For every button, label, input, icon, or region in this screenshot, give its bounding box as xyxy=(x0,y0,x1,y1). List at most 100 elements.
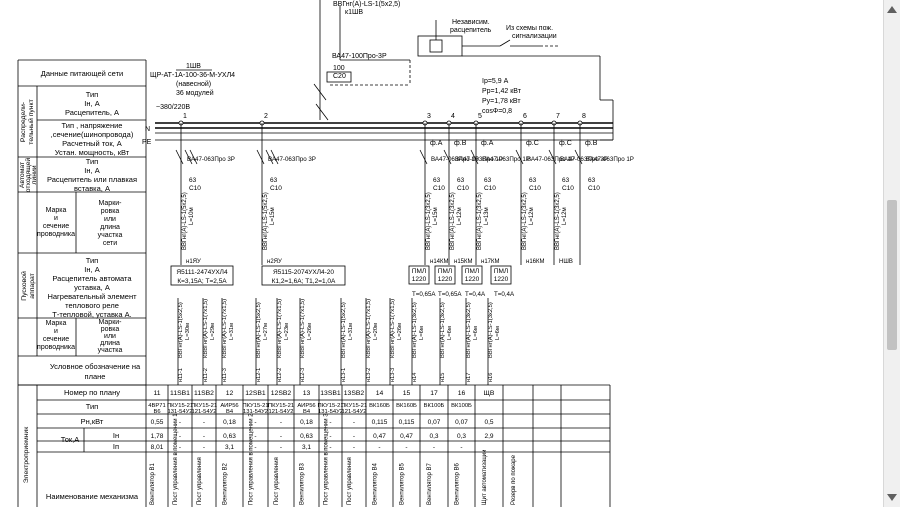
feeder-code: н16КМ xyxy=(526,259,544,265)
cell-ip: 8,01 xyxy=(151,444,164,451)
panel-id: 1ШВ xyxy=(186,63,201,70)
scroll-down-arrow-icon[interactable] xyxy=(887,494,897,501)
cell-mechanism-name: Вентилятор В3 xyxy=(300,462,306,505)
sub-cable-type: ВВГнг(А)-LS-1(3х2,5) xyxy=(488,302,494,358)
breaker-rating: 63 xyxy=(270,177,278,184)
auto-in-label: Iн, А xyxy=(84,166,99,175)
breaker-curve: С10 xyxy=(433,185,445,192)
phase-label: ф.А xyxy=(430,140,443,147)
breaker-rating: 63 xyxy=(588,177,596,184)
breaker-contact xyxy=(256,149,265,165)
cell-plan: 13 xyxy=(303,390,311,397)
cell-mechanism-name: Пост управления в помещении 1 xyxy=(173,413,179,505)
input-section xyxy=(313,0,614,141)
sub-cable-length: L=26м xyxy=(397,323,403,340)
cell-type: 4ВР71 xyxy=(148,403,165,409)
cell-power: 0,55 xyxy=(151,419,164,426)
bus-n-label: N xyxy=(145,126,150,133)
breaker-rating: 63 xyxy=(189,177,197,184)
cell-power: 0,07 xyxy=(455,419,468,426)
sub-cable-length: L=27м xyxy=(263,323,269,340)
cell-plan: 14 xyxy=(376,390,384,397)
dist-in-label: Iн, А xyxy=(84,99,99,108)
svg-text:отходящей: отходящей xyxy=(24,158,32,193)
cell-type: ПКУ15-21 xyxy=(317,403,343,409)
input-cable-sub: к1ШВ xyxy=(345,9,363,16)
dist-type-label: Тип xyxy=(86,90,99,99)
breaker-curve: С10 xyxy=(270,185,282,192)
cell-in: 0,47 xyxy=(373,433,386,440)
cell-type-2: 131-54У2 xyxy=(168,409,193,415)
contactor-label: ПМЛ xyxy=(438,268,452,275)
load-pp: Pp=1,42 кВт xyxy=(482,88,522,95)
svg-text:или: или xyxy=(104,216,116,223)
breaker-type: ВА47-063Про 3Р xyxy=(560,156,608,163)
panel-modules: 36 модулей xyxy=(176,89,214,97)
sub-cable-length: L=6м xyxy=(495,326,501,340)
breaker-rating: 63 xyxy=(529,177,537,184)
hdr-power: Pн,кВт xyxy=(81,417,104,426)
sub-cable-length: L=31м xyxy=(229,323,235,340)
cell-power: 0,07 xyxy=(428,419,441,426)
svg-text:расцепитель: расцепитель xyxy=(450,27,492,34)
cell-type-2: 121-54У2 xyxy=(192,409,217,415)
scrollbar-thumb[interactable] xyxy=(887,200,897,350)
cell-plan: 13SB2 xyxy=(344,390,365,397)
legend-label: Условное обозначение на xyxy=(50,362,141,371)
breaker-type: ВА47-063Про 3Р xyxy=(187,156,235,163)
cell-power: 0,115 xyxy=(372,419,388,426)
phase-label: ф.В xyxy=(454,140,467,147)
cell-mechanism-name: Вентилятор В6 xyxy=(455,462,461,505)
scroll-up-arrow-icon[interactable] xyxy=(887,6,897,13)
sub-cable-type: КВВГнг(А)-LS-1(7х1,5) xyxy=(277,299,283,358)
cell-type: ПКУ15-21 xyxy=(268,403,294,409)
cell-power: - xyxy=(179,419,181,426)
electro-section-title: Электроприемник xyxy=(23,427,30,483)
sub-cable-code: н12-1 xyxy=(256,368,262,382)
sub-cable-type: ВВГнг(А)-LS-1(5х2,5) xyxy=(341,302,347,358)
sub-cable-length: L=6м xyxy=(473,326,479,340)
breaker-rating: 63 xyxy=(457,177,465,184)
sub-cable-code: н13-1 xyxy=(341,368,347,382)
contactor-number: 1220 xyxy=(494,276,509,283)
feeder-cable: ВВГнг(А)-LS-1(5х2,5) xyxy=(182,192,188,250)
hdr-type: Тип xyxy=(86,402,99,411)
cell-in: - xyxy=(254,433,256,440)
feeder-cable: ВВГнг(А)-LS-1(3х2,5) xyxy=(450,192,456,250)
svg-text:длина: длина xyxy=(100,224,120,231)
panel-voltage: ~380/220В xyxy=(156,104,190,111)
feeder-length: L=13м xyxy=(484,207,490,225)
cell-ip: - xyxy=(460,444,462,451)
cell-plan: 15 xyxy=(403,390,411,397)
svg-text:проводника: проводника xyxy=(37,344,75,351)
feeder-code: НШВ xyxy=(559,259,573,265)
feeder-number: 1 xyxy=(183,113,187,120)
thermal-relay: Т=0,65А xyxy=(438,291,462,298)
breaker-curve: С10 xyxy=(484,185,496,192)
sub-cable-code: н11-3 xyxy=(222,368,228,382)
load-cos: cosФ=0,8 xyxy=(482,108,512,115)
sub-cable-type: ВВГнг(А)-LS-1(3х2,5) xyxy=(466,302,472,358)
svg-text:и: и xyxy=(54,328,58,335)
input-cable: ВВГнг(А)-LS-1(5х2,5) xyxy=(333,1,400,8)
vertical-scrollbar[interactable] xyxy=(883,0,900,507)
sub-cable-code: н14 xyxy=(412,373,418,382)
input-breaker-rating: 100 xyxy=(333,65,345,72)
cell-ip: - xyxy=(378,444,380,451)
cell-plan: 13SB1 xyxy=(320,390,341,397)
svg-text:сечение: сечение xyxy=(43,223,69,230)
hdr-current: Ток,А xyxy=(61,435,80,444)
auto-release-label: Расцепитель или плавкая xyxy=(47,175,137,184)
